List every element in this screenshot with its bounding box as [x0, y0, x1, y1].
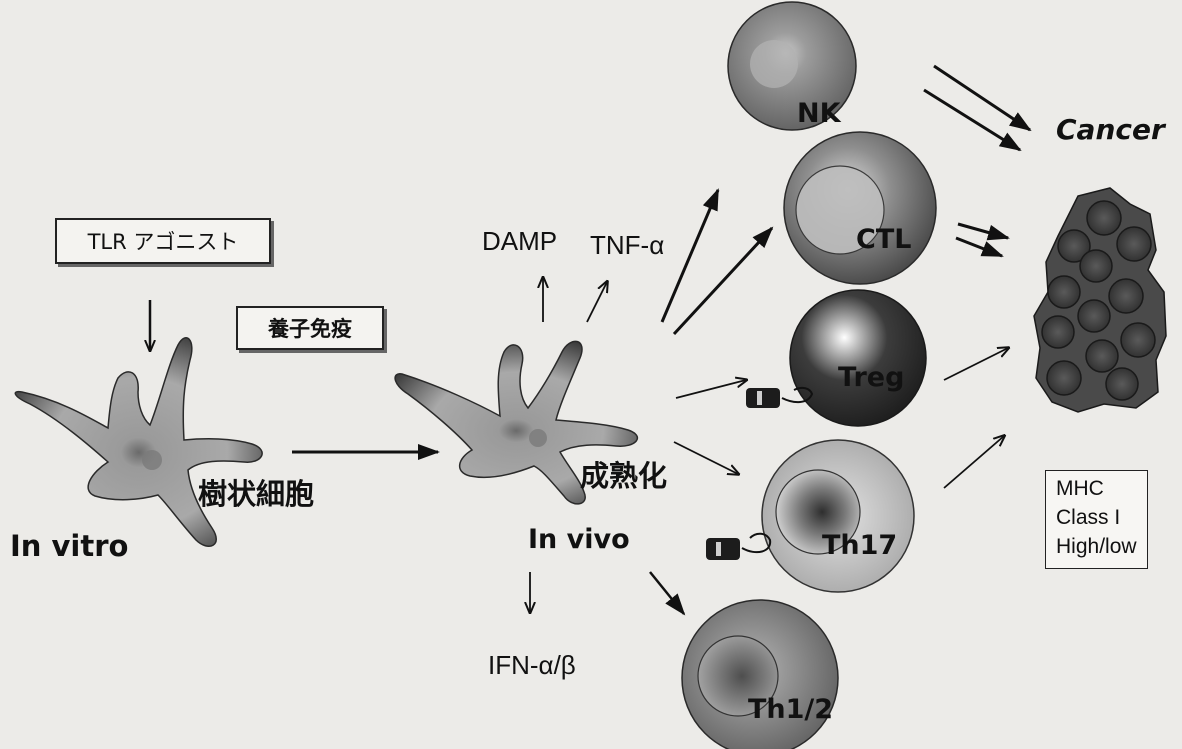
tlr-agonist-label: TLR アゴニスト	[88, 226, 239, 256]
tlr-agonist-box: TLR アゴニスト	[55, 218, 271, 264]
arrow-to-nk	[662, 190, 718, 322]
arrow-ctl-cancer-1	[958, 224, 1008, 238]
tnf-alpha-label: TNF-α	[590, 232, 664, 258]
adoptive-immunity-box: 養子免疫	[236, 306, 384, 350]
arrow-to-th12	[650, 572, 684, 614]
th17-receptor	[706, 538, 740, 560]
arrow-th17-cancer	[944, 436, 1004, 488]
arrow-to-ctl	[674, 228, 772, 334]
mhc-line: Class I	[1056, 504, 1137, 533]
th17-label: Th17	[822, 532, 897, 559]
dendritic-cell-in-vitro	[15, 338, 262, 546]
arrow-nk-cancer-1	[934, 66, 1030, 130]
damp-label: DAMP	[482, 228, 557, 254]
mhc-line: High/low	[1056, 533, 1137, 562]
ctl-cell	[784, 132, 936, 284]
treg-cell	[746, 290, 926, 426]
adoptive-immunity-label: 養子免疫	[268, 313, 352, 343]
th12-label: Th1/2	[748, 696, 833, 723]
maturation-label: 成熟化	[580, 462, 667, 491]
mhc-line: MHC	[1056, 475, 1137, 504]
treg-label: Treg	[838, 364, 904, 391]
arrow-tnf	[587, 282, 607, 322]
th12-cell	[682, 600, 838, 749]
arrow-nk-cancer-2	[924, 90, 1020, 150]
th17-cell	[706, 440, 914, 592]
cancer-cluster	[1034, 188, 1166, 412]
arrow-to-treg	[676, 380, 746, 398]
treg-receptor	[746, 388, 780, 408]
arrow-treg-cancer	[944, 348, 1008, 380]
ifn-label: IFN-α/β	[488, 652, 576, 678]
ctl-label: CTL	[856, 226, 911, 253]
nk-label: NK	[797, 100, 841, 127]
dendritic-cell-label: 樹状細胞	[198, 480, 314, 509]
arrow-ctl-cancer-2	[956, 238, 1002, 256]
arrow-to-th17	[674, 442, 738, 474]
cancer-label: Cancer	[1056, 116, 1165, 144]
in-vivo-label: In vivo	[528, 526, 630, 553]
mhc-class-box: MHC Class I High/low	[1045, 470, 1148, 569]
in-vitro-label: In vitro	[10, 532, 128, 561]
